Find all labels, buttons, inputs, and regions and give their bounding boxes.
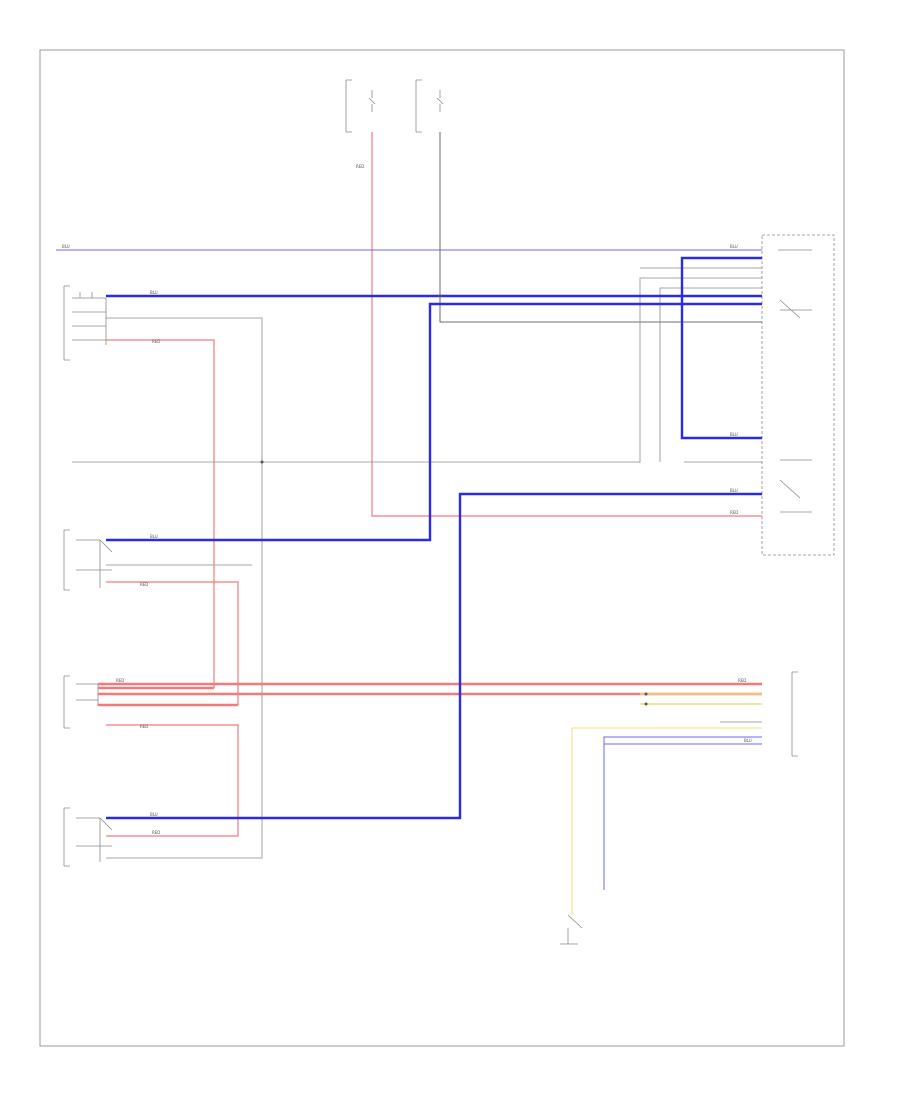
- wire-label-red: RED: [730, 510, 738, 515]
- wire-label-red: RED: [738, 678, 746, 683]
- wire-blue-module-loop: [680, 256, 762, 440]
- wire-label-red: RED: [140, 582, 148, 587]
- wire-label-red: RED: [116, 678, 124, 683]
- splice-dot: [644, 702, 648, 706]
- gray-wires: [72, 132, 762, 859]
- splice-dot: [260, 460, 264, 464]
- fuse-left-bracket: [345, 79, 352, 133]
- seat-control-switch-left: [63, 285, 107, 361]
- occupant-sensor-bracket: [791, 671, 798, 757]
- wire-red-heater-right: [106, 581, 239, 705]
- wire-yellow-switch: [571, 727, 762, 915]
- fuse-right-element: [436, 90, 444, 112]
- wire-label-blue: BLU: [62, 244, 70, 249]
- wire-gray-ground-mid: [72, 277, 762, 463]
- wire-label-blue: BLU: [744, 738, 752, 743]
- wire-label-red: RED: [356, 164, 364, 169]
- yellow-wires: [571, 693, 762, 915]
- fuse-left-element: [368, 90, 376, 112]
- seat-heater-right-switch: [63, 529, 113, 591]
- connector-dots: [260, 294, 648, 706]
- wire-label-red: RED: [140, 724, 148, 729]
- wire-blue-heater-right: [106, 302, 762, 542]
- module-switch-contacts: [778, 249, 812, 513]
- components: [63, 79, 835, 945]
- diagram-border: [39, 49, 845, 1047]
- wire-label-blue: BLU: [730, 244, 738, 249]
- wire-red-seat-control: [106, 339, 215, 688]
- seat-heater-left-switch: [63, 807, 113, 867]
- wire-black-fuse-right: [439, 132, 762, 323]
- wire-label-blue: BLU: [150, 290, 158, 295]
- splice-dot: [644, 692, 648, 696]
- wire-label-blue: BLU: [150, 812, 158, 817]
- blue-wires: [56, 249, 762, 890]
- wire-label-blue: BLU: [730, 488, 738, 493]
- lumbar-switch: [63, 675, 99, 729]
- wire-gray-module-a: [659, 287, 762, 462]
- wire-color-labels: RED RED RED RED RED RED RED RED BLU BLU …: [62, 164, 752, 835]
- wire-label-blue: BLU: [730, 432, 738, 437]
- wire-label-red: RED: [152, 339, 160, 344]
- wire-label-red: RED: [152, 830, 160, 835]
- fuse-right-bracket: [415, 79, 422, 133]
- wire-gray-loop-left: [106, 317, 263, 859]
- wire-blue-heater-left: [106, 492, 762, 820]
- seat-motor-module-box: [761, 234, 835, 556]
- wire-label-blue: BLU: [150, 534, 158, 539]
- bottom-switch: [560, 914, 583, 945]
- wire-red-fuse-left: [371, 132, 762, 517]
- splice-dot: [438, 294, 442, 298]
- wire-red-heater-left: [106, 724, 239, 837]
- wire-blue-occupant: [603, 736, 762, 890]
